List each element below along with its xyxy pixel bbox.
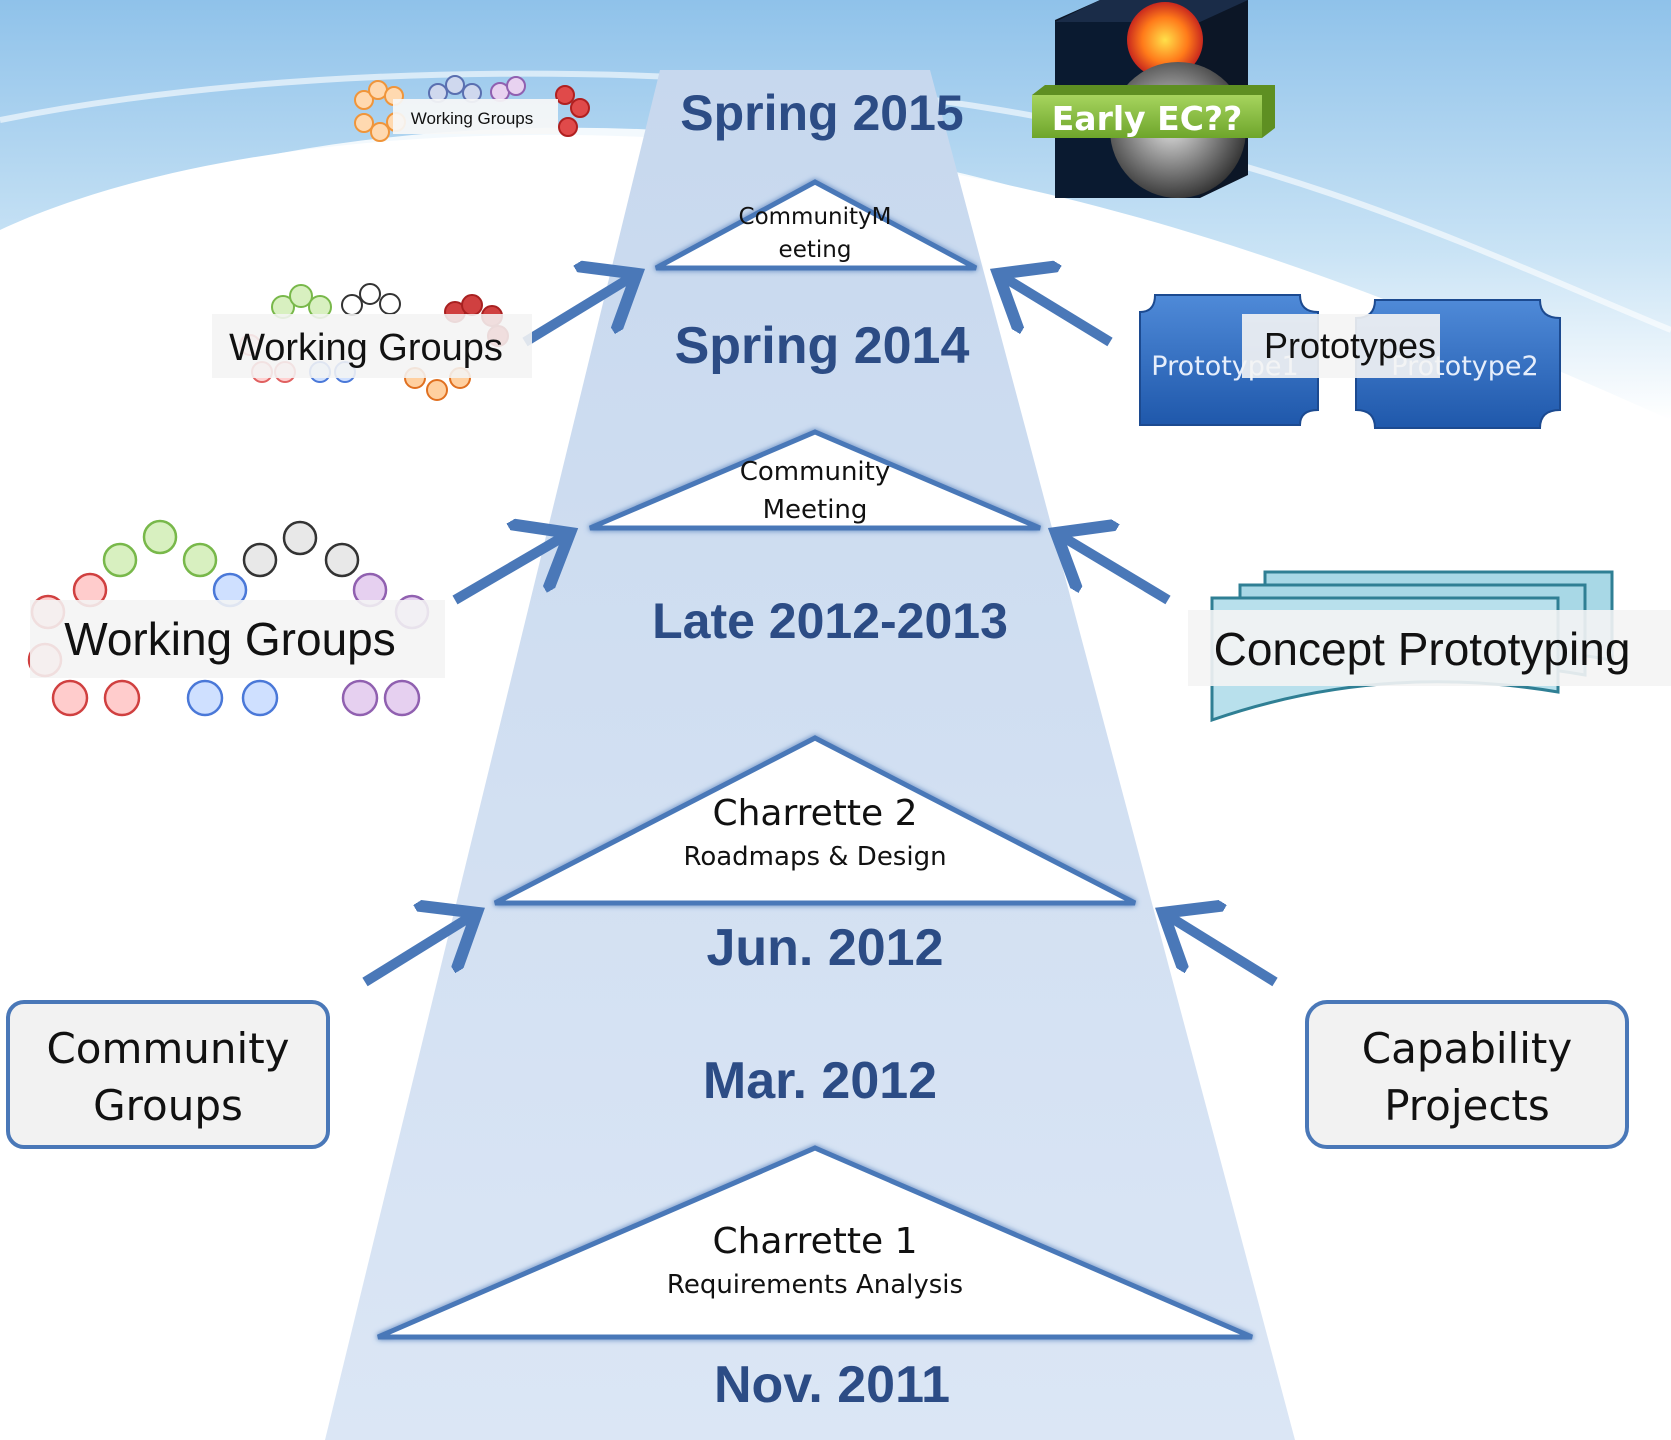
date-mar-2012: Mar. 2012 — [703, 1052, 937, 1110]
svg-text:Meeting: Meeting — [763, 495, 868, 525]
arrows — [362, 278, 1278, 987]
svg-text:Working Groups: Working Groups — [229, 327, 503, 369]
working-groups-small: Working Groups — [354, 75, 590, 142]
arrow-left-3 — [362, 917, 470, 987]
svg-text:Charrette 2: Charrette 2 — [712, 793, 917, 834]
svg-text:Charrette 1: Charrette 1 — [712, 1221, 917, 1262]
svg-text:Capability: Capability — [1362, 1024, 1572, 1073]
svg-text:CommunityM: CommunityM — [739, 204, 892, 230]
date-late-2012-2013: Late 2012-2013 — [652, 593, 1008, 649]
svg-text:Prototypes: Prototypes — [1264, 325, 1436, 366]
arrow-right-3 — [1170, 917, 1278, 987]
community-groups-box: Community Groups — [6, 1000, 330, 1149]
svg-text:Working Groups: Working Groups — [411, 109, 534, 128]
prototypes-group: Prototype1 Prototype2 Prototypes — [1139, 294, 1561, 429]
milestone-community-meeting-top: CommunityM eeting — [654, 179, 978, 271]
arrow-right-2 — [1063, 537, 1171, 605]
svg-text:eeting: eeting — [779, 237, 852, 263]
svg-text:Projects: Projects — [1384, 1081, 1550, 1130]
early-ec-label: Early EC?? — [1032, 85, 1275, 138]
earth-core-icon — [1127, 2, 1203, 78]
svg-text:Groups: Groups — [93, 1081, 243, 1130]
arrow-right-1 — [1005, 278, 1113, 347]
milestone-charrette-2: Charrette 2 Roadmaps & Design — [493, 735, 1137, 906]
date-spring-2014: Spring 2014 — [675, 317, 970, 375]
svg-text:Requirements Analysis: Requirements Analysis — [667, 1270, 963, 1300]
capability-projects-box: Capability Projects — [1305, 1000, 1629, 1149]
milestone-charrette-1: Charrette 1 Requirements Analysis — [377, 1145, 1253, 1340]
date-nov-2011: Nov. 2011 — [714, 1356, 950, 1414]
svg-text:Early EC??: Early EC?? — [1052, 99, 1242, 138]
concept-prototyping-docs: Concept Prototyping — [1188, 570, 1671, 723]
arrow-left-2 — [452, 537, 563, 605]
svg-text:Roadmaps & Design: Roadmaps & Design — [683, 842, 946, 872]
svg-text:Concept Prototyping: Concept Prototyping — [1214, 623, 1631, 675]
arrow-left-1 — [522, 278, 630, 347]
svg-text:Community: Community — [740, 457, 890, 487]
milestone-community-meeting: Community Meeting — [589, 429, 1041, 531]
date-spring-2015: Spring 2015 — [680, 85, 963, 141]
svg-text:Working Groups: Working Groups — [64, 613, 396, 665]
svg-text:Community: Community — [46, 1024, 289, 1073]
working-groups-medium: Working Groups — [212, 283, 532, 401]
date-jun-2012: Jun. 2012 — [706, 919, 943, 977]
working-groups-large: Working Groups — [27, 519, 445, 717]
